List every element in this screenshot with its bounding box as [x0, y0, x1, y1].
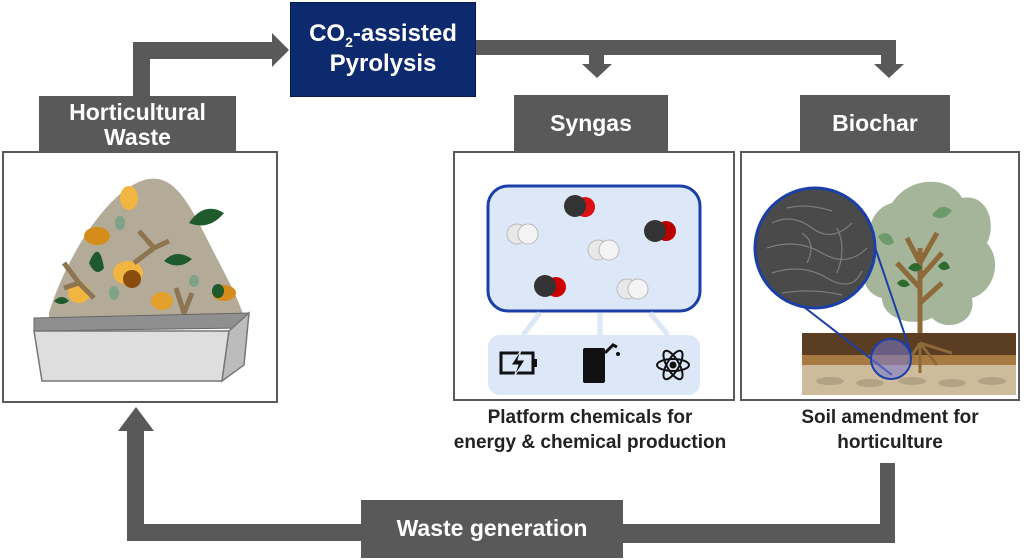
arrowhead-syngas — [582, 64, 612, 78]
sem-texture — [766, 205, 868, 296]
syngas-panel — [453, 151, 735, 401]
waste-bin-illustration — [33, 178, 250, 383]
tree-trunk — [895, 231, 944, 343]
pyrolysis-box: CO2-assisted Pyrolysis — [290, 2, 476, 97]
horticultural-waste-panel — [2, 151, 278, 403]
pyrolysis-title-line1: CO2-assisted — [309, 19, 457, 50]
sem-image-circle — [753, 186, 877, 310]
tree-canopy — [863, 181, 996, 326]
arrow-up-stem — [127, 430, 144, 541]
syngas-caption: Platform chemicals for energy & chemical… — [453, 407, 727, 453]
waste-generation-label: Waste generation — [361, 500, 623, 558]
biochar-caption: Soil amendment for horticulture — [801, 407, 979, 453]
syngas-label: Syngas — [514, 95, 668, 152]
arrowhead-biochar — [874, 64, 904, 78]
bin-side — [221, 311, 250, 383]
h2-molecule-icon — [506, 223, 539, 245]
biochar-label: Biochar — [800, 95, 950, 152]
h2-molecule-icon — [587, 239, 620, 261]
arrow-to-biochar-stem — [881, 40, 896, 66]
co-molecule-icon — [564, 195, 595, 217]
co-molecule-icon — [534, 275, 566, 297]
soil-top-layer — [802, 333, 1016, 355]
battery-charging-icon — [499, 349, 537, 378]
co-molecule-icon — [644, 220, 676, 242]
arrow-to-syngas-stem — [589, 40, 604, 66]
biochar-panel — [740, 151, 1020, 401]
arrow-waste-generation-right — [620, 524, 895, 543]
atom-icon — [656, 349, 690, 381]
syngas-illustration — [486, 184, 702, 395]
h2-molecule-icon — [616, 278, 649, 300]
fuel-can-icon — [583, 343, 620, 383]
pyrolysis-title-line2: Pyrolysis — [329, 50, 437, 78]
arrowhead-up — [118, 407, 154, 431]
arrow-pyrolysis-out — [476, 40, 896, 55]
horticultural-waste-label: Horticultural Waste — [39, 96, 236, 154]
arrowhead-right — [272, 33, 289, 67]
arrow-biochar-down — [880, 463, 895, 543]
magnifier-small-circle — [870, 338, 912, 380]
bin-front — [33, 330, 230, 382]
arrow-waste-generation-left — [127, 524, 367, 541]
arrow-waste-to-pyrolysis — [133, 42, 273, 59]
biochar-illustration — [753, 181, 1016, 395]
